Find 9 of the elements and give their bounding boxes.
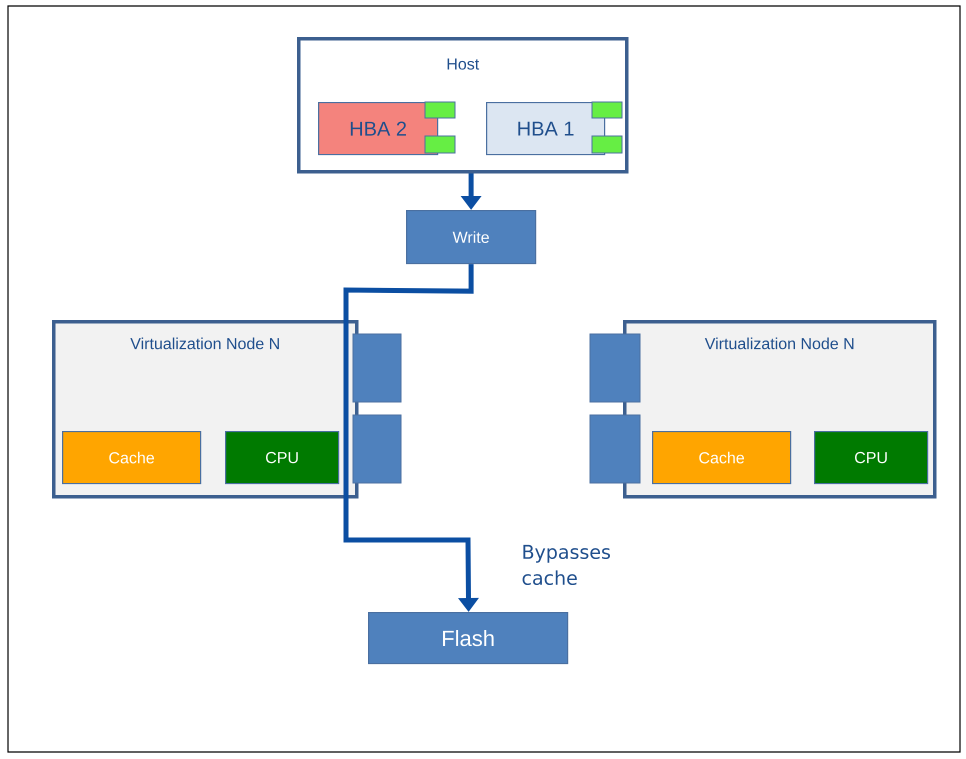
- edge-label: Bypasses cache: [522, 544, 610, 586]
- cache-box: Cache: [62, 430, 202, 484]
- storage-box: Flash: [368, 612, 568, 664]
- adapter-box: HBA 1: [486, 102, 606, 156]
- cache-box: Cache: [652, 430, 792, 484]
- cpu-box: CPU: [814, 430, 928, 484]
- cpu-box: CPU: [225, 430, 340, 484]
- adapter-box: HBA 2: [318, 102, 438, 156]
- process-box: Write: [406, 210, 536, 264]
